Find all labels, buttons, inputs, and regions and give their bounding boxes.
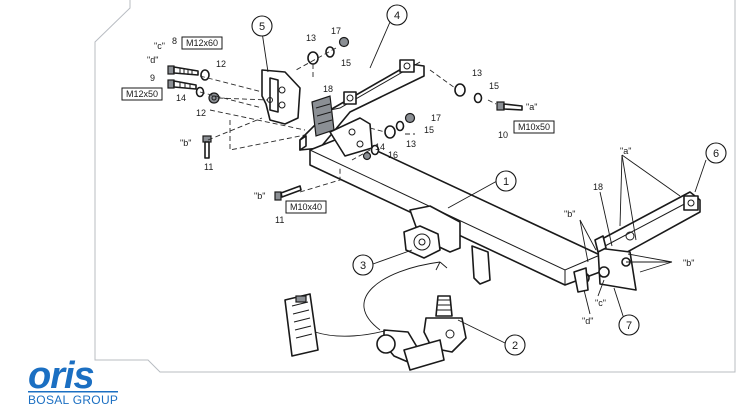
part-number-13a: 13 (306, 33, 316, 43)
svg-text:6: 6 (713, 148, 719, 160)
bolt-8 (167, 65, 199, 76)
label-card (284, 293, 319, 357)
part-number-18b: 18 (593, 182, 603, 192)
callout-1: 1 (495, 170, 517, 192)
label-c-left: "c" (154, 41, 165, 51)
quote-labels: "c" "d" "a" "b" "b" "a" "b" "b" "c" "d" (147, 41, 694, 326)
washer-13a (307, 51, 319, 65)
nut-17b (404, 112, 416, 124)
washer-15c (395, 120, 405, 132)
spec-box-m10x40: M10x40 (285, 200, 327, 214)
part-number-14b: 14 (375, 142, 385, 152)
bolt-11b (274, 185, 302, 201)
part-number-8: 8 (172, 36, 177, 46)
part-number-11a: 11 (204, 162, 213, 172)
svg-text:oris: oris (28, 355, 94, 397)
side-arm-6 (599, 191, 701, 257)
part-number-15c: 15 (424, 125, 434, 135)
label-b-right2: "b" (683, 258, 694, 268)
part-number-13c: 13 (406, 139, 416, 149)
oris-logo: oris BOSAL GROUP (28, 355, 118, 407)
spec-box-m12x50: M12x50 (121, 87, 163, 101)
part-number-12a: 12 (216, 59, 226, 69)
part-number-9: 9 (150, 73, 155, 83)
label-c-right: "c" (595, 298, 606, 308)
washer-12a (200, 69, 210, 81)
spec-box-m12x60: M12x60 (181, 36, 223, 50)
label-d-left: "d" (147, 55, 158, 65)
bolt-11a (202, 135, 212, 159)
label-a-top: "a" (526, 102, 537, 112)
callout-2: 2 (504, 334, 526, 356)
part-number-16: 16 (388, 150, 398, 160)
callout-4: 4 (386, 4, 408, 26)
bolt-9 (167, 79, 197, 90)
svg-text:3: 3 (360, 260, 366, 272)
part-number-18a: 18 (323, 84, 333, 94)
nut-17a (338, 36, 350, 48)
label-b-mid: "b" (254, 191, 265, 201)
label-curve (314, 261, 441, 337)
part-number-12b: 12 (196, 108, 206, 118)
part-number-15b: 15 (489, 81, 499, 91)
svg-text:2: 2 (512, 340, 518, 352)
assembly-lines (199, 47, 497, 193)
svg-text:7: 7 (626, 320, 632, 332)
label-d-right: "d" (582, 316, 593, 326)
part-number-14a: 14 (176, 93, 186, 103)
brand-tagline: BOSAL GROUP (28, 393, 118, 407)
part-number-13b: 13 (472, 68, 482, 78)
washer-14b (370, 144, 380, 156)
part-number-11b: 11 (275, 215, 284, 225)
label-b-right1: "b" (564, 209, 575, 219)
label-a-right: "a" (620, 146, 631, 156)
part-number-10: 10 (498, 130, 508, 140)
washer-15b (473, 92, 483, 104)
spec-box-m10x50: M10x50 (513, 120, 555, 134)
washer-15a (325, 46, 335, 58)
bracket-5 (261, 69, 301, 125)
socket-bracket-3 (403, 225, 441, 259)
washer-13c (384, 125, 396, 139)
callout-6: 6 (705, 142, 727, 164)
bolt-10 (496, 101, 523, 111)
crossbar-1 (309, 117, 601, 286)
svg-text:5: 5 (259, 21, 265, 33)
svg-text:M12x60: M12x60 (186, 38, 218, 48)
svg-text:M10x40: M10x40 (290, 202, 322, 212)
svg-text:M10x50: M10x50 (518, 122, 550, 132)
part-number-17b: 17 (431, 113, 441, 123)
svg-text:M12x50: M12x50 (126, 89, 158, 99)
part-number-15a: 15 (341, 58, 351, 68)
drawing-frame (94, 0, 736, 373)
nut-16 (362, 151, 372, 161)
svg-text:4: 4 (394, 10, 400, 22)
part-numbers: 8 9 10 11 11 12 12 13 13 13 14 14 15 15 … (150, 26, 603, 225)
label-b-left: "b" (180, 138, 191, 148)
callout-7: 7 (618, 314, 640, 336)
callout-leaders (261, 21, 707, 344)
plate-18 (311, 95, 335, 137)
washer-13b (454, 83, 466, 97)
part-number-17a: 17 (331, 26, 341, 36)
callout-3: 3 (352, 254, 374, 276)
end-plate-7 (573, 235, 637, 293)
callout-5: 5 (251, 15, 273, 37)
svg-text:1: 1 (503, 176, 509, 188)
towball-2 (376, 295, 467, 371)
